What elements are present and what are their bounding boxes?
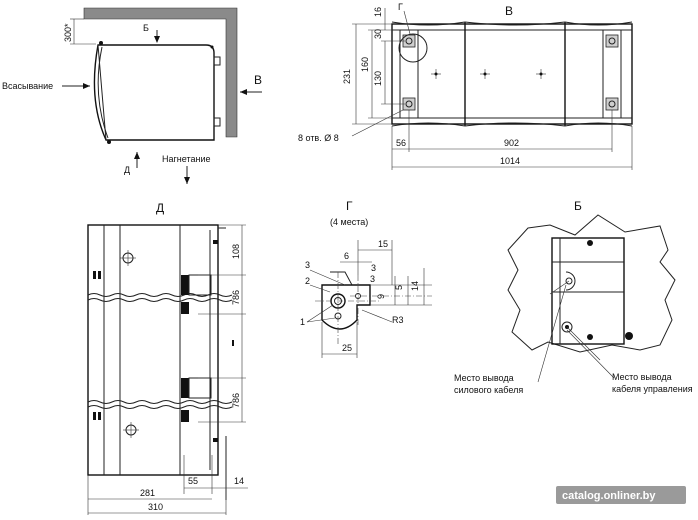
dim-9: 9 bbox=[376, 294, 386, 299]
dim-6: 6 bbox=[344, 251, 349, 261]
dim-786-top: 786 bbox=[231, 290, 241, 305]
label-d-arrow: Д bbox=[124, 165, 130, 175]
label-2: 2 bbox=[305, 276, 310, 286]
dim-16: 16 bbox=[373, 7, 383, 17]
detail-g-subtitle: (4 места) bbox=[330, 217, 368, 227]
dim-15: 15 bbox=[378, 239, 388, 249]
holes-note: 8 отв. Ø 8 bbox=[298, 133, 339, 143]
front-view-title: Д bbox=[156, 201, 164, 215]
dim-3a: 3 bbox=[370, 274, 375, 284]
detail-b-title: Б bbox=[574, 199, 582, 213]
top-view: В Г bbox=[298, 2, 633, 170]
dim-5: 5 bbox=[394, 285, 404, 290]
dim-160: 160 bbox=[360, 57, 370, 72]
control-cable-label-2: кабеля управления bbox=[612, 384, 693, 394]
dim-1014: 1014 bbox=[500, 156, 520, 166]
dim-231: 231 bbox=[342, 69, 352, 84]
label-v-arrow: В bbox=[254, 73, 262, 87]
dim-14-front: 14 bbox=[234, 476, 244, 486]
label-g-callout: Г bbox=[398, 2, 403, 12]
label-b-arrow: Б bbox=[143, 23, 149, 33]
discharge-label: Нагнетание bbox=[162, 154, 211, 164]
control-cable-label-1: Место вывода bbox=[612, 372, 672, 382]
dim-56: 56 bbox=[396, 138, 406, 148]
dim-108: 108 bbox=[231, 244, 241, 259]
power-cable-label-2: силового кабеля bbox=[454, 385, 523, 395]
dim-3b: 3 bbox=[371, 263, 376, 273]
front-view: Д bbox=[87, 201, 248, 515]
watermark: catalog.onliner.by bbox=[556, 486, 686, 504]
power-cable-label-1: Место вывода bbox=[454, 373, 514, 383]
dim-r3: R3 bbox=[392, 315, 404, 325]
detail-b-break-outline bbox=[507, 214, 676, 353]
detail-g-title: Г bbox=[346, 199, 353, 213]
side-view: 300* Б В Всасывание Д Нагнетание bbox=[2, 7, 262, 184]
label-3: 3 bbox=[305, 260, 310, 270]
dim-14-detail: 14 bbox=[410, 281, 420, 291]
suction-label: Всасывание bbox=[2, 81, 53, 91]
watermark-text: catalog.onliner.by bbox=[562, 490, 656, 502]
dim-786-bottom: 786 bbox=[231, 393, 241, 408]
detail-g: Г (4 места) 15 6 3 9 5 14 R3 bbox=[300, 199, 432, 358]
dim-310: 310 bbox=[148, 502, 163, 512]
label-1: 1 bbox=[300, 317, 305, 327]
center-marks bbox=[431, 69, 546, 79]
dim-902: 902 bbox=[504, 138, 519, 148]
dim-281: 281 bbox=[140, 488, 155, 498]
dim-300: 300* bbox=[63, 23, 73, 42]
dim-30: 30 bbox=[373, 29, 383, 39]
top-view-title: В bbox=[505, 4, 513, 18]
dim-55: 55 bbox=[188, 476, 198, 486]
unit-body-side bbox=[93, 44, 215, 141]
dim-130: 130 bbox=[373, 71, 383, 86]
dim-25: 25 bbox=[342, 343, 352, 353]
detail-b: Б Место вывода силового кабеля Место выв… bbox=[454, 199, 693, 395]
